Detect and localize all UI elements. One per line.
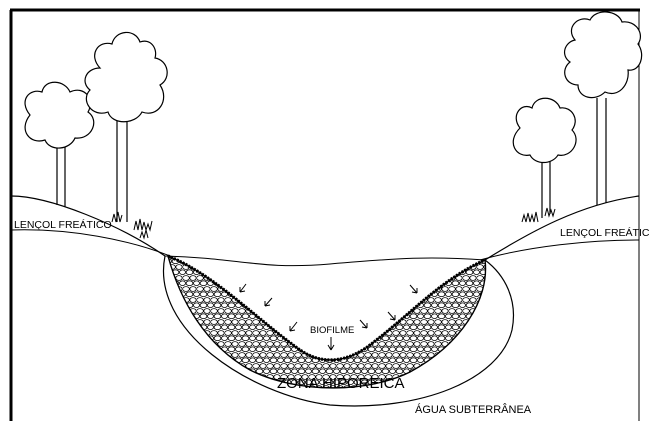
- water-table-line-right: [480, 240, 639, 260]
- label-hyporheic-zone: ZONA HIPOREICA: [277, 375, 405, 392]
- label-groundwater: ÁGUA SUBTERRÂNEA: [415, 403, 532, 416]
- arrow-3: [290, 322, 297, 331]
- tree-right-large: [565, 12, 642, 205]
- hyporheic-sediment: [168, 256, 486, 388]
- arrow-biofilm-label: [328, 337, 334, 350]
- label-biofilm: BIOFILME: [310, 325, 354, 336]
- arrow-4: [360, 320, 367, 328]
- tree-left-large: [85, 32, 167, 222]
- tree-left-small: [25, 82, 94, 207]
- water-table-line-left: [11, 230, 170, 256]
- arrow-1: [240, 284, 246, 292]
- label-water-table-right: LENÇOL FREÁTICO: [560, 226, 649, 239]
- river-water-surface: [165, 256, 485, 266]
- grass-tufts: [112, 208, 555, 238]
- arrow-2: [265, 298, 272, 306]
- label-water-table-left: LENÇOL FREÁTICO: [14, 218, 112, 231]
- arrow-6: [410, 285, 417, 293]
- tree-right-small: [513, 98, 576, 218]
- arrow-5: [388, 312, 395, 320]
